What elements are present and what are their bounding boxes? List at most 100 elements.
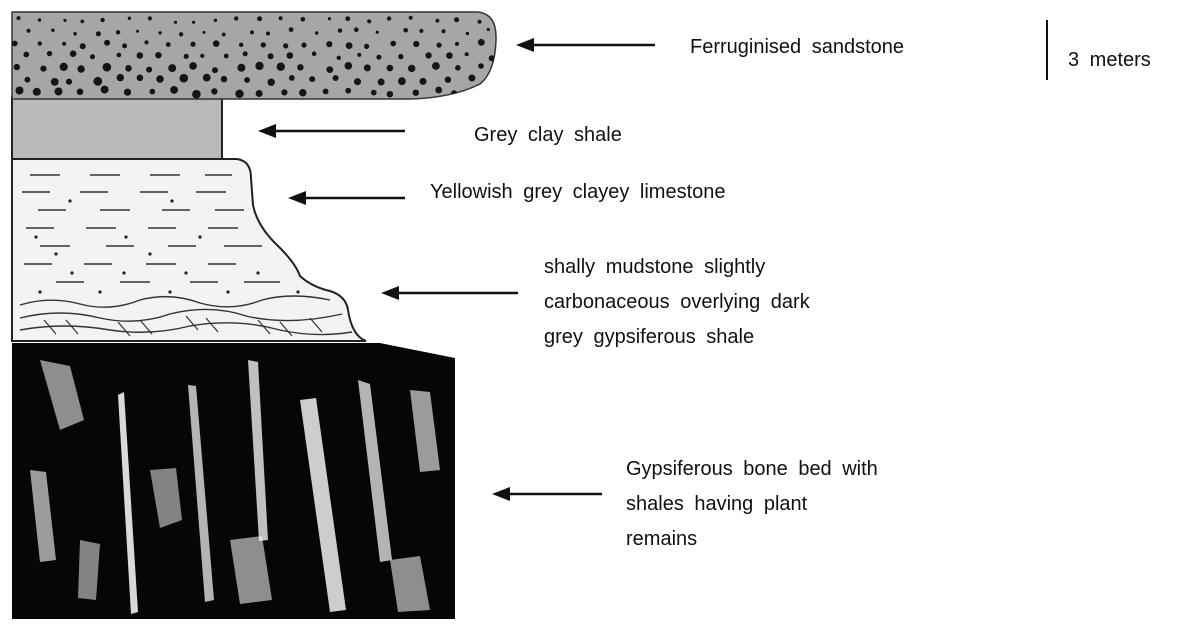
sandstone-dot (257, 16, 262, 21)
sandstone-dot (378, 79, 385, 86)
sandstone-dot (371, 90, 377, 96)
sandstone-dot (38, 18, 41, 21)
sandstone-dot (70, 50, 77, 57)
sandstone-dot (136, 30, 139, 33)
sandstone-dot (315, 31, 318, 34)
sandstone-dot (338, 28, 342, 32)
label-line: Gypsiferous bone bed with (626, 452, 878, 487)
sandstone-dot (166, 42, 171, 47)
sandstone-dot (419, 29, 423, 33)
label-line: remains (626, 522, 878, 557)
sandstone-dot (376, 55, 381, 60)
sandstone-dot (158, 31, 161, 34)
sandstone-dot (150, 89, 156, 95)
sandstone-dot (47, 51, 52, 56)
sandstone-dot (437, 43, 442, 48)
limestone-dot (256, 271, 259, 274)
arrow-head (516, 38, 534, 52)
sandstone-dot (454, 17, 459, 22)
sandstone-dot (387, 16, 391, 20)
sandstone-dot (333, 75, 339, 81)
sandstone-dot (345, 88, 351, 94)
limestone-dot (98, 290, 101, 293)
sandstone-dot (190, 42, 195, 47)
label-line: carbonaceous overlying dark (544, 285, 810, 320)
sandstone-dot (387, 91, 393, 97)
sandstone-dot (180, 74, 189, 83)
sandstone-dot (398, 54, 403, 59)
limestone-dot (184, 271, 187, 274)
arrow-head (492, 487, 510, 501)
sandstone-dot (478, 20, 482, 24)
label-clayey-limestone: Yellowish grey clayey limestone (430, 182, 726, 202)
sandstone-dot (237, 64, 245, 72)
sandstone-dot (465, 52, 469, 56)
sandstone-dot (33, 88, 41, 96)
sandstone-dot (93, 77, 102, 86)
sandstone-dot (213, 40, 220, 47)
sandstone-dot (14, 64, 20, 70)
sandstone-dot (432, 62, 440, 70)
sandstone-dot (487, 28, 490, 31)
arrow-limestone (288, 191, 405, 205)
sandstone-dot (66, 79, 72, 85)
sandstone-dot (455, 65, 461, 71)
sandstone-dot (244, 77, 250, 83)
sandstone-dot (268, 53, 274, 59)
sandstone-dot (234, 16, 238, 20)
arrow-grey-clay-shale (258, 124, 405, 138)
sandstone-dot (468, 75, 475, 82)
label-line: shales having plant (626, 487, 878, 522)
sandstone-dot (455, 42, 459, 46)
sandstone-dot (16, 87, 24, 95)
sandstone-dot (478, 39, 485, 46)
sandstone-dot (354, 78, 361, 85)
sandstone-dot (261, 42, 266, 47)
sandstone-dot (243, 51, 248, 56)
sandstone-dot (357, 53, 361, 57)
sandstone-dot (281, 89, 287, 95)
sandstone-dot (239, 43, 243, 47)
sandstone-dot (192, 21, 195, 24)
sandstone-dot (297, 64, 303, 70)
bone-bed-shape (12, 343, 455, 619)
limestone-dot (124, 235, 127, 238)
sandstone-dot (77, 65, 84, 72)
arrow-head (288, 191, 306, 205)
sandstone-dot (62, 42, 66, 46)
sandstone-dot (445, 77, 451, 83)
sandstone-dot (478, 63, 484, 69)
sandstone-dot (289, 75, 295, 81)
sandstone-dot (364, 64, 371, 71)
arrow-head (258, 124, 276, 138)
sandstone-dot (376, 31, 379, 34)
sandstone-dot (90, 54, 95, 59)
label-line: grey gypsiferous shale (544, 320, 810, 355)
sandstone-dot (345, 16, 350, 21)
label-grey-clay-shale: Grey clay shale (474, 125, 622, 145)
sandstone-dot (101, 86, 109, 94)
label-line: shally mudstone slightly (544, 250, 810, 285)
sandstone-dot (203, 74, 211, 82)
sandstone-dot (390, 41, 396, 47)
sandstone-dot (12, 41, 18, 47)
sandstone-shape (12, 12, 496, 99)
arrow-sandstone (516, 38, 655, 52)
limestone-dot (70, 271, 73, 274)
label-shally-mudstone: shally mudstone slightly carbonaceous ov… (544, 250, 810, 355)
sandstone-dot (155, 52, 161, 58)
sandstone-dot (104, 40, 110, 46)
sandstone-dot (256, 90, 263, 97)
limestone-dot (168, 290, 171, 293)
limestone-dot (34, 235, 37, 238)
sandstone-dot (367, 19, 371, 23)
sandstone-dot (38, 41, 42, 45)
sandstone-dot (301, 17, 306, 22)
sandstone-dot (408, 65, 415, 72)
sandstone-dot (477, 85, 485, 93)
sandstone-dot (326, 66, 333, 73)
sandstone-dot (25, 77, 31, 83)
sandstone-dot (326, 41, 332, 47)
sandstone-dot (80, 20, 84, 24)
